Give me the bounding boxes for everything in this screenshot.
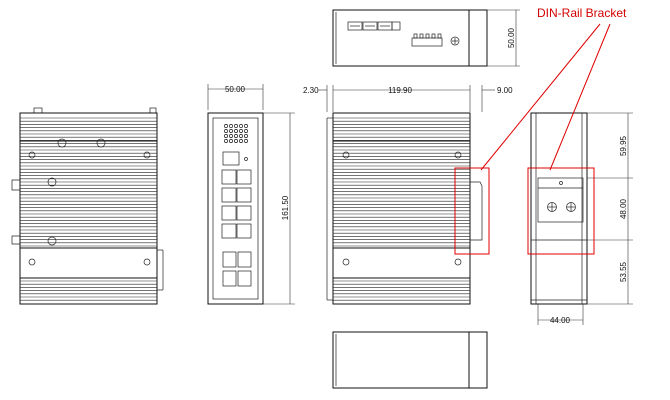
led-icon [244, 124, 248, 128]
dim-rear-top-label: 59.95 [619, 135, 628, 156]
rj45-port [236, 223, 252, 239]
dim-top-height: 50.00 [487, 9, 520, 67]
mount-hole-icon [57, 138, 67, 148]
dim-front-height-label: 161.50 [281, 195, 290, 220]
rear-bracket-highlight [527, 167, 595, 255]
rj45-port [236, 187, 252, 203]
rj45-port [221, 223, 237, 239]
led-icon [224, 139, 228, 143]
screw-icon [143, 258, 151, 266]
led-icon [239, 129, 243, 133]
led-icon [239, 139, 243, 143]
led-icon [229, 134, 233, 138]
led-icon [229, 139, 233, 143]
din-rail-bracket-label: DIN-Rail Bracket [537, 6, 627, 20]
led-icon [244, 134, 248, 138]
dim-offset-right-label: 9.00 [497, 86, 513, 95]
bottom-view [332, 331, 488, 389]
console-port [222, 151, 240, 166]
mount-hole-icon [47, 236, 57, 246]
dim-offset-left-label: 2.30 [303, 86, 319, 95]
dim-rear-bottom-label: 53.55 [619, 261, 628, 282]
front-ports [221, 151, 252, 287]
led-icon [234, 124, 238, 128]
din-rail-annotation: DIN-Rail Bracket [454, 6, 627, 255]
led-icon [224, 124, 228, 128]
rj45-port [221, 205, 237, 221]
top-view [332, 9, 488, 67]
screw-icon [342, 151, 350, 159]
fiber-port [237, 270, 252, 287]
dim-side-width-label: 119.90 [388, 86, 412, 95]
front-led-grid [224, 124, 248, 143]
left-cooling-fins [20, 117, 157, 301]
side-bracket-highlight [454, 167, 490, 255]
led-icon [234, 134, 238, 138]
screw-icon [454, 151, 462, 159]
led-icon [224, 134, 228, 138]
rj45-port [221, 187, 237, 203]
top-connector [411, 33, 443, 47]
rj45-port [236, 205, 252, 221]
dim-rear-width-label: 44.00 [550, 316, 571, 325]
left-side-view [11, 107, 164, 305]
fiber-port [222, 251, 237, 268]
led-icon [234, 129, 238, 133]
top-terminal-blocks [347, 21, 401, 31]
right-cooling-fins [333, 117, 470, 301]
dim-front-width-label: 50.00 [225, 85, 246, 94]
led-icon [244, 139, 248, 143]
screw-icon [28, 258, 36, 266]
fiber-port [222, 270, 237, 287]
rear-view [530, 112, 588, 305]
led-icon [239, 134, 243, 138]
led-icon [244, 129, 248, 133]
rj45-port [236, 169, 252, 185]
screw-icon [342, 258, 350, 266]
leader-line [480, 23, 601, 171]
dim-top-height-label: 50.00 [507, 27, 516, 48]
screw-icon [28, 151, 36, 159]
dim-front-width: 50.00 [207, 84, 264, 110]
screw-icon [143, 151, 151, 159]
led-icon [229, 129, 233, 133]
led-icon [234, 139, 238, 143]
led-icon [239, 124, 243, 128]
dim-rear: 59.95 48.00 53.55 44.00 [537, 112, 633, 325]
led-icon [229, 124, 233, 128]
screw-icon [454, 258, 462, 266]
dim-front-height: 161.50 [263, 112, 295, 305]
leader-line [549, 23, 611, 171]
led-icon [224, 129, 228, 133]
fiber-port [237, 251, 252, 268]
screw-icon [547, 202, 557, 212]
rj45-port [221, 169, 237, 185]
screw-icon [566, 202, 576, 212]
mount-hole-icon [47, 177, 57, 187]
mount-hole-icon [96, 138, 106, 148]
ground-screw-icon [450, 36, 460, 46]
dim-side: 2.30 119.90 9.00 [303, 85, 513, 112]
dim-rear-mid-label: 48.00 [619, 198, 628, 219]
rear-bracket-plate [537, 177, 584, 223]
right-side-view [326, 112, 483, 305]
front-view [207, 112, 264, 305]
